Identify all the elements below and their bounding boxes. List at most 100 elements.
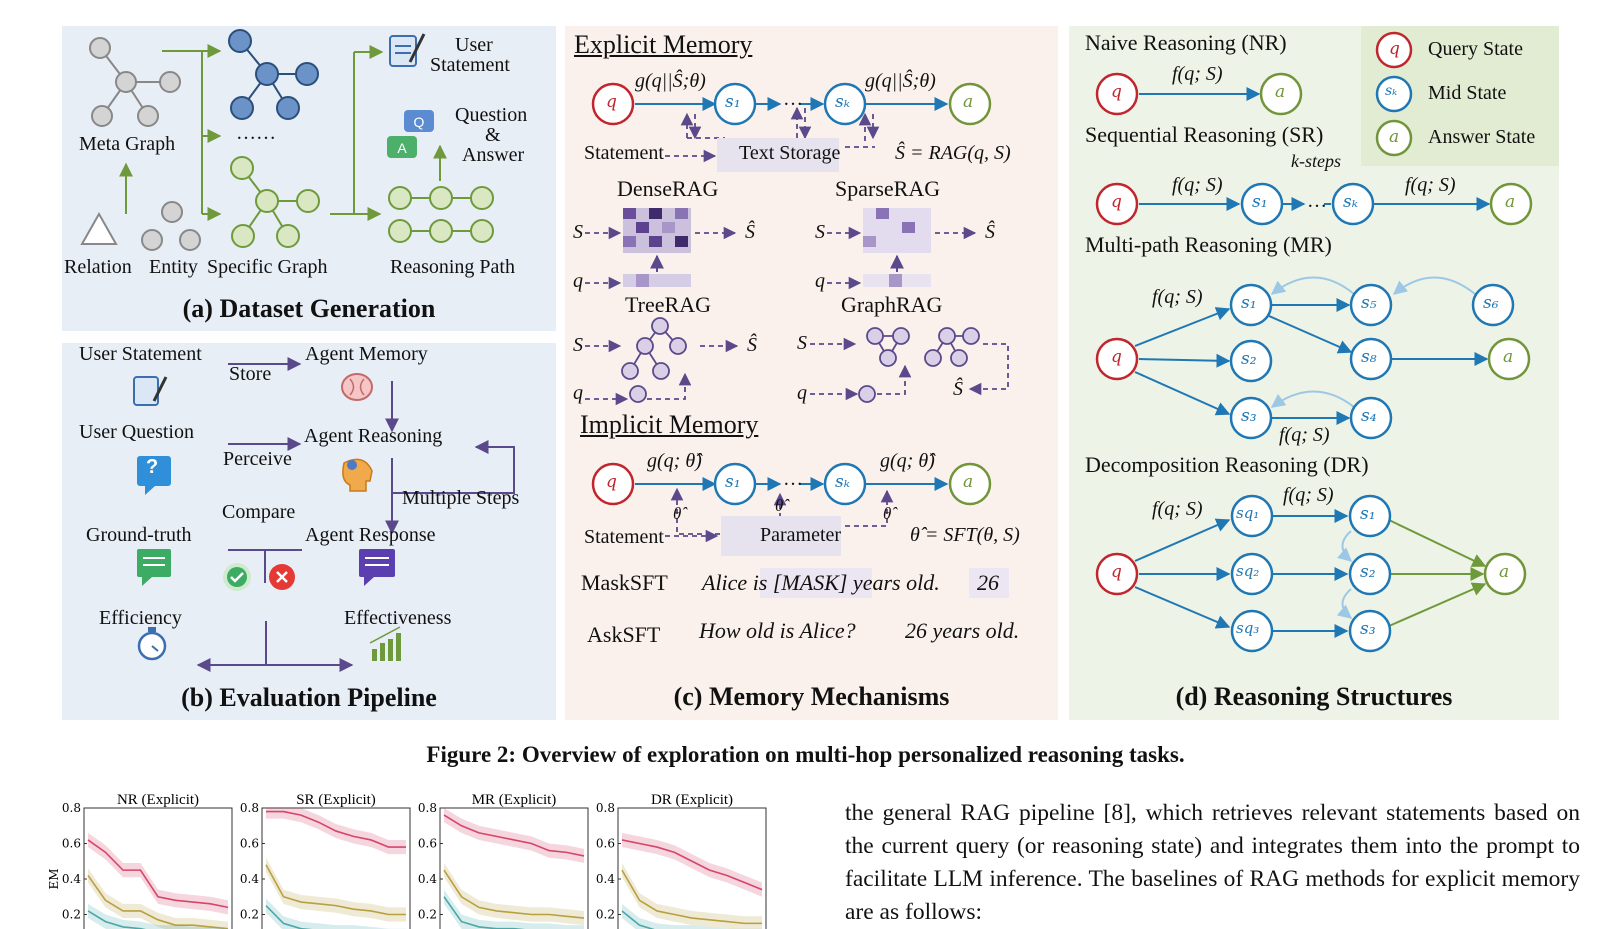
nr-answer-node (1259, 72, 1303, 116)
dr-answer-node (1483, 552, 1527, 596)
mr-s5-glyph: s₅ (1361, 293, 1377, 313)
panel-dataset-generation: Q A Meta Graph Relation Entity Specific … (62, 26, 556, 331)
y-tick-label: 0.8 (418, 801, 437, 815)
implicit-answer-node (948, 462, 992, 506)
series-band (622, 863, 762, 929)
g-impl-left-label: g(q; θ̂) (647, 450, 702, 472)
ksteps-label: k-steps (1291, 151, 1341, 171)
series-band (88, 832, 228, 915)
reasoning-head-icon (342, 458, 373, 492)
evaluation-pipeline-diagram (133, 357, 515, 672)
explicit-dots: … (783, 88, 803, 110)
dr-s3-node (1348, 609, 1392, 653)
question-icon (137, 456, 171, 495)
nr-a-glyph: a (1275, 82, 1286, 102)
parameter-label: Parameter (760, 524, 842, 546)
dr-sq3-node (1230, 609, 1274, 653)
relation-label: Relation (64, 256, 132, 278)
asksft-text: How old is Alice? (699, 618, 856, 643)
mr-heading: Multi-path Reasoning (MR) (1085, 232, 1332, 257)
implicit-mid-node-sk (823, 462, 867, 506)
sparse-s-label: S (815, 221, 825, 243)
dense-rag-label: DenseRAG (617, 176, 719, 201)
effectiveness-label: Effectiveness (344, 607, 452, 629)
tree-shat-label: Ŝ (747, 334, 757, 356)
statement-label: Statement (584, 142, 664, 164)
implicit-sk-label: sₖ (835, 472, 850, 492)
y-tick-label: 0.4 (240, 872, 259, 886)
legend-mid-label: Mid State (1428, 82, 1507, 104)
sr-q-glyph: q (1111, 192, 1122, 212)
dr-q-glyph: q (1111, 562, 1122, 582)
y-tick-label: 0.4 (596, 872, 615, 886)
sr-f-left: f(q; S) (1172, 174, 1223, 196)
mr-s2-node (1229, 339, 1273, 383)
implicit-a-label: a (963, 472, 974, 492)
mr-s3-glyph: s₃ (1241, 406, 1257, 426)
agent-memory-label: Agent Memory (305, 343, 428, 365)
series-band (266, 857, 406, 922)
g-impl-right-label: g(q; θ̂) (880, 450, 935, 472)
sr-s1-node (1240, 182, 1284, 226)
chart-title: SR (Explicit) (296, 792, 376, 808)
masksft-text: Alice is [MASK] years old. (702, 570, 940, 595)
svg-text:A: A (397, 140, 407, 156)
rag-formula: Ŝ = RAG(q, S) (895, 142, 1011, 164)
mr-f-bottom: f(q; S) (1279, 424, 1330, 446)
theta-hat-left: θ̂ (673, 504, 682, 523)
explicit-sk-label: sₖ (835, 92, 850, 112)
panel-evaluation-pipeline: User Statement Store Agent Memory User Q… (62, 343, 556, 720)
tree-s-label: S (573, 334, 583, 356)
efficiency-label: Efficiency (99, 607, 182, 629)
mr-s6-node (1471, 283, 1515, 327)
y-tick-label: 0.4 (418, 872, 437, 886)
mr-s4-node (1349, 396, 1393, 440)
question-mark-glyph: ? (146, 456, 159, 478)
y-tick-label: 0.6 (240, 837, 259, 851)
g-left-label: g(q||Ŝ;θ) (635, 70, 706, 92)
entity-label: Entity (149, 256, 198, 278)
y-tick-label: 0.2 (596, 908, 615, 922)
dr-s2-glyph: s₂ (1360, 562, 1376, 582)
figure-caption: Figure 2: Overview of exploration on mul… (426, 742, 1185, 767)
mid-node-sk (823, 82, 867, 126)
mr-s5-node (1349, 283, 1393, 327)
user-statement-icon (133, 376, 168, 406)
mr-answer-node (1487, 337, 1531, 381)
agent-response-icon (359, 549, 395, 586)
sparse-q-label: q (815, 270, 825, 292)
memory-mechanisms-diagram (585, 82, 1009, 598)
chart-frame (617, 807, 767, 929)
series-band (88, 868, 228, 929)
implicit-s1-label: s₁ (725, 472, 741, 492)
specific-graph-green-icon (230, 156, 320, 248)
chart-frame (261, 807, 411, 929)
sr-sk-node (1331, 182, 1375, 226)
nr-heading: Naive Reasoning (NR) (1085, 30, 1287, 55)
theta-hat-right: θ̂ (883, 504, 892, 523)
mr-s4-glyph: s₄ (1361, 406, 1377, 426)
legend-query-node (1375, 31, 1413, 69)
mask-answer-highlight (969, 568, 1009, 598)
dr-sq2-node (1230, 552, 1274, 596)
dense-q-label: q (573, 270, 583, 292)
mr-a-glyph: a (1503, 347, 1514, 367)
mr-f-top: f(q; S) (1152, 286, 1203, 308)
implicit-q-label: q (606, 472, 617, 492)
question-answer-icon: Q A (387, 110, 434, 158)
tree-rag-label: TreeRAG (625, 292, 711, 317)
tree-q-label: q (573, 382, 583, 404)
panel-c-title: (c) Memory Mechanisms (673, 682, 950, 711)
explicit-memory-heading: Explicit Memory (574, 30, 753, 59)
dataset-generation-diagram: Q A (80, 29, 494, 251)
panel-a-title: (a) Dataset Generation (182, 294, 436, 323)
dr-sq1-node (1230, 494, 1274, 538)
mr-s8-glyph: s₈ (1361, 347, 1377, 367)
series-line (266, 810, 406, 848)
dr-sq1-glyph: sq₁ (1236, 504, 1260, 522)
nr-q-glyph: q (1111, 82, 1122, 102)
sr-s1-glyph: s₁ (1252, 192, 1268, 212)
graph-shat-label: Ŝ (953, 378, 963, 400)
mr-s1-glyph: s₁ (1241, 293, 1257, 313)
mr-q-glyph: q (1111, 347, 1122, 367)
